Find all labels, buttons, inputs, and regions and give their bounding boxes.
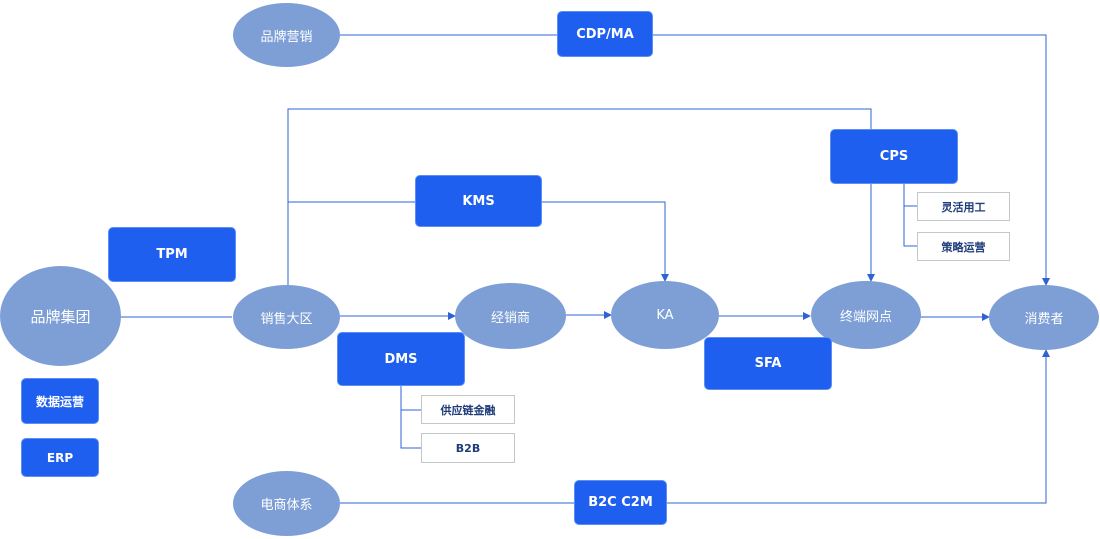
kms-box[interactable]: KMS [415, 175, 542, 227]
b2c-c2m-label: B2C C2M [588, 495, 653, 510]
sales-region-node[interactable]: 销售大区 [233, 285, 340, 349]
sfa-box[interactable]: SFA [704, 337, 832, 390]
flexible-labor-box[interactable]: 灵活用工 [917, 192, 1010, 221]
distributor-label: 经销商 [490, 310, 530, 326]
strategy-ops-label: 策略运营 [941, 240, 986, 254]
tpm-box[interactable]: TPM [108, 227, 236, 282]
distributor-node[interactable]: 经销商 [455, 283, 566, 349]
supply-chain-finance-label: 供应链金融 [440, 403, 496, 417]
edge-cps-flexible-labor [903, 183, 917, 207]
consumer-node[interactable]: 消费者 [989, 285, 1099, 350]
sales-region-label: 销售大区 [260, 311, 313, 327]
brand-group-node[interactable]: 品牌集团 [0, 266, 121, 366]
flexible-labor-label: 灵活用工 [941, 200, 986, 214]
erp-label: ERP [46, 450, 74, 465]
data-ops-label: 数据运营 [35, 394, 84, 409]
edge-dms-supply-chain [400, 386, 421, 411]
brand-marketing-label: 品牌营销 [260, 29, 313, 45]
erp-box[interactable]: ERP [21, 438, 99, 477]
cps-box[interactable]: CPS [830, 129, 958, 184]
sfa-label: SFA [754, 356, 782, 371]
b2b-label: B2B [455, 441, 481, 455]
cdp-ma-box[interactable]: CDP/MA [557, 11, 653, 57]
cdp-ma-label: CDP/MA [576, 26, 634, 42]
ka-label: KA [656, 307, 674, 323]
edge-cps-strategy-ops [903, 206, 917, 247]
cps-label: CPS [879, 149, 909, 164]
b2b-box[interactable]: B2B [421, 433, 515, 463]
ka-node[interactable]: KA [611, 281, 719, 349]
consumer-label: 消费者 [1024, 312, 1064, 327]
edge-dms-b2b [400, 410, 421, 449]
b2c-c2m-box[interactable]: B2C C2M [574, 480, 667, 525]
edge-sales-kms [287, 201, 415, 285]
dms-box[interactable]: DMS [337, 332, 465, 386]
edge-cdp-consumer [652, 34, 1050, 286]
data-ops-box[interactable]: 数据运营 [21, 378, 99, 424]
edge-kms-ka [541, 201, 669, 282]
edge-b2c-consumer [666, 349, 1050, 504]
tpm-label: TPM [156, 247, 188, 262]
kms-label: KMS [462, 193, 495, 209]
ecommerce-label: 电商体系 [260, 498, 313, 513]
terminal-label: 终端网点 [839, 309, 892, 325]
brand-marketing-node[interactable]: 品牌营销 [233, 3, 340, 67]
brand-group-label: 品牌集团 [30, 307, 91, 326]
ecommerce-node[interactable]: 电商体系 [233, 471, 340, 536]
dms-label: DMS [384, 351, 418, 367]
strategy-ops-box[interactable]: 策略运营 [917, 232, 1010, 261]
supply-chain-finance-box[interactable]: 供应链金融 [421, 395, 515, 424]
edge-sales-terminal-loop [287, 108, 875, 285]
